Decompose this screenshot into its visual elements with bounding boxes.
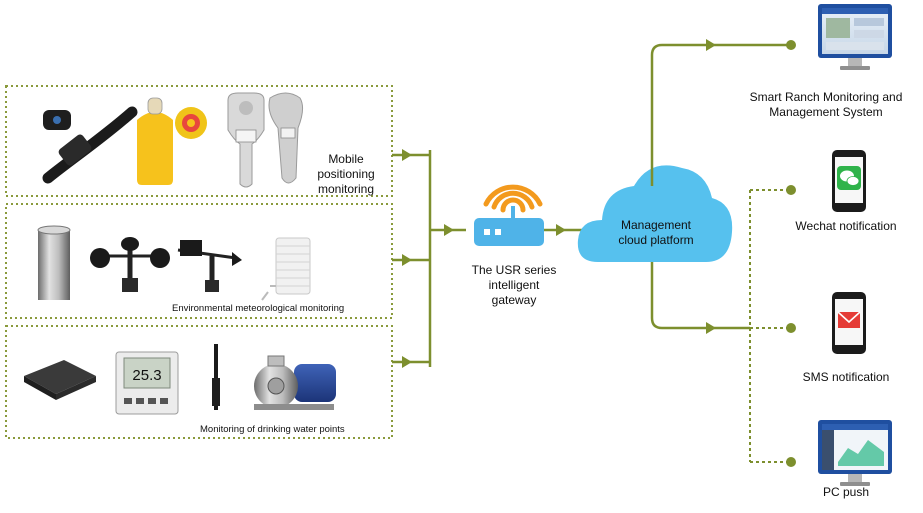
anemometer-device (90, 237, 170, 292)
wechat-notification-label: Wechat notification (795, 219, 897, 233)
thermo-reading: 25.3 (132, 367, 161, 384)
mobile-positioning-label: Mobile positioning monitoring (317, 152, 375, 196)
output-endpoint-dots (786, 40, 796, 467)
gateway-label: The USR series intelligent gateway (471, 263, 557, 307)
handheld-reader-device (227, 92, 304, 188)
output-dashed-connectors (749, 189, 790, 463)
thermometer-display-device: 25.3 (115, 351, 179, 415)
input-arrowheads (402, 149, 454, 368)
ear-tag-device (137, 97, 207, 185)
data-logger-box-device (24, 360, 96, 400)
cloud-platform-icon (577, 165, 733, 262)
pc-push-label: PC push (822, 485, 870, 499)
sms-notification-label: SMS notification (802, 370, 890, 384)
sms-phone-icon (832, 292, 866, 354)
output-connectors (650, 43, 790, 330)
ranch-system-monitor-icon (818, 4, 892, 70)
environmental-monitoring-label: Environmental meteorological monitoring (172, 303, 345, 314)
group-box-water (5, 325, 393, 439)
ranch-system-label: Smart Ranch Monitoring and Management Sy… (749, 90, 903, 119)
gateway-to-cloud-connector (544, 224, 582, 236)
cloud-platform-label: Management cloud platform (618, 218, 694, 247)
drinking-water-monitoring-label: Monitoring of drinking water points (200, 424, 345, 435)
pc-push-monitor-icon (818, 420, 892, 486)
output-arrowheads (706, 39, 716, 334)
wind-vane-device (177, 240, 242, 292)
gps-collar-device (42, 106, 138, 184)
rain-gauge-device (37, 225, 71, 300)
group-box-mobile (5, 85, 393, 197)
gateway-router-icon (474, 184, 544, 246)
louver-box-sensor-device (261, 237, 311, 301)
water-probe-device (212, 344, 220, 410)
water-pump-device (254, 355, 336, 410)
wechat-phone-icon (832, 150, 866, 212)
